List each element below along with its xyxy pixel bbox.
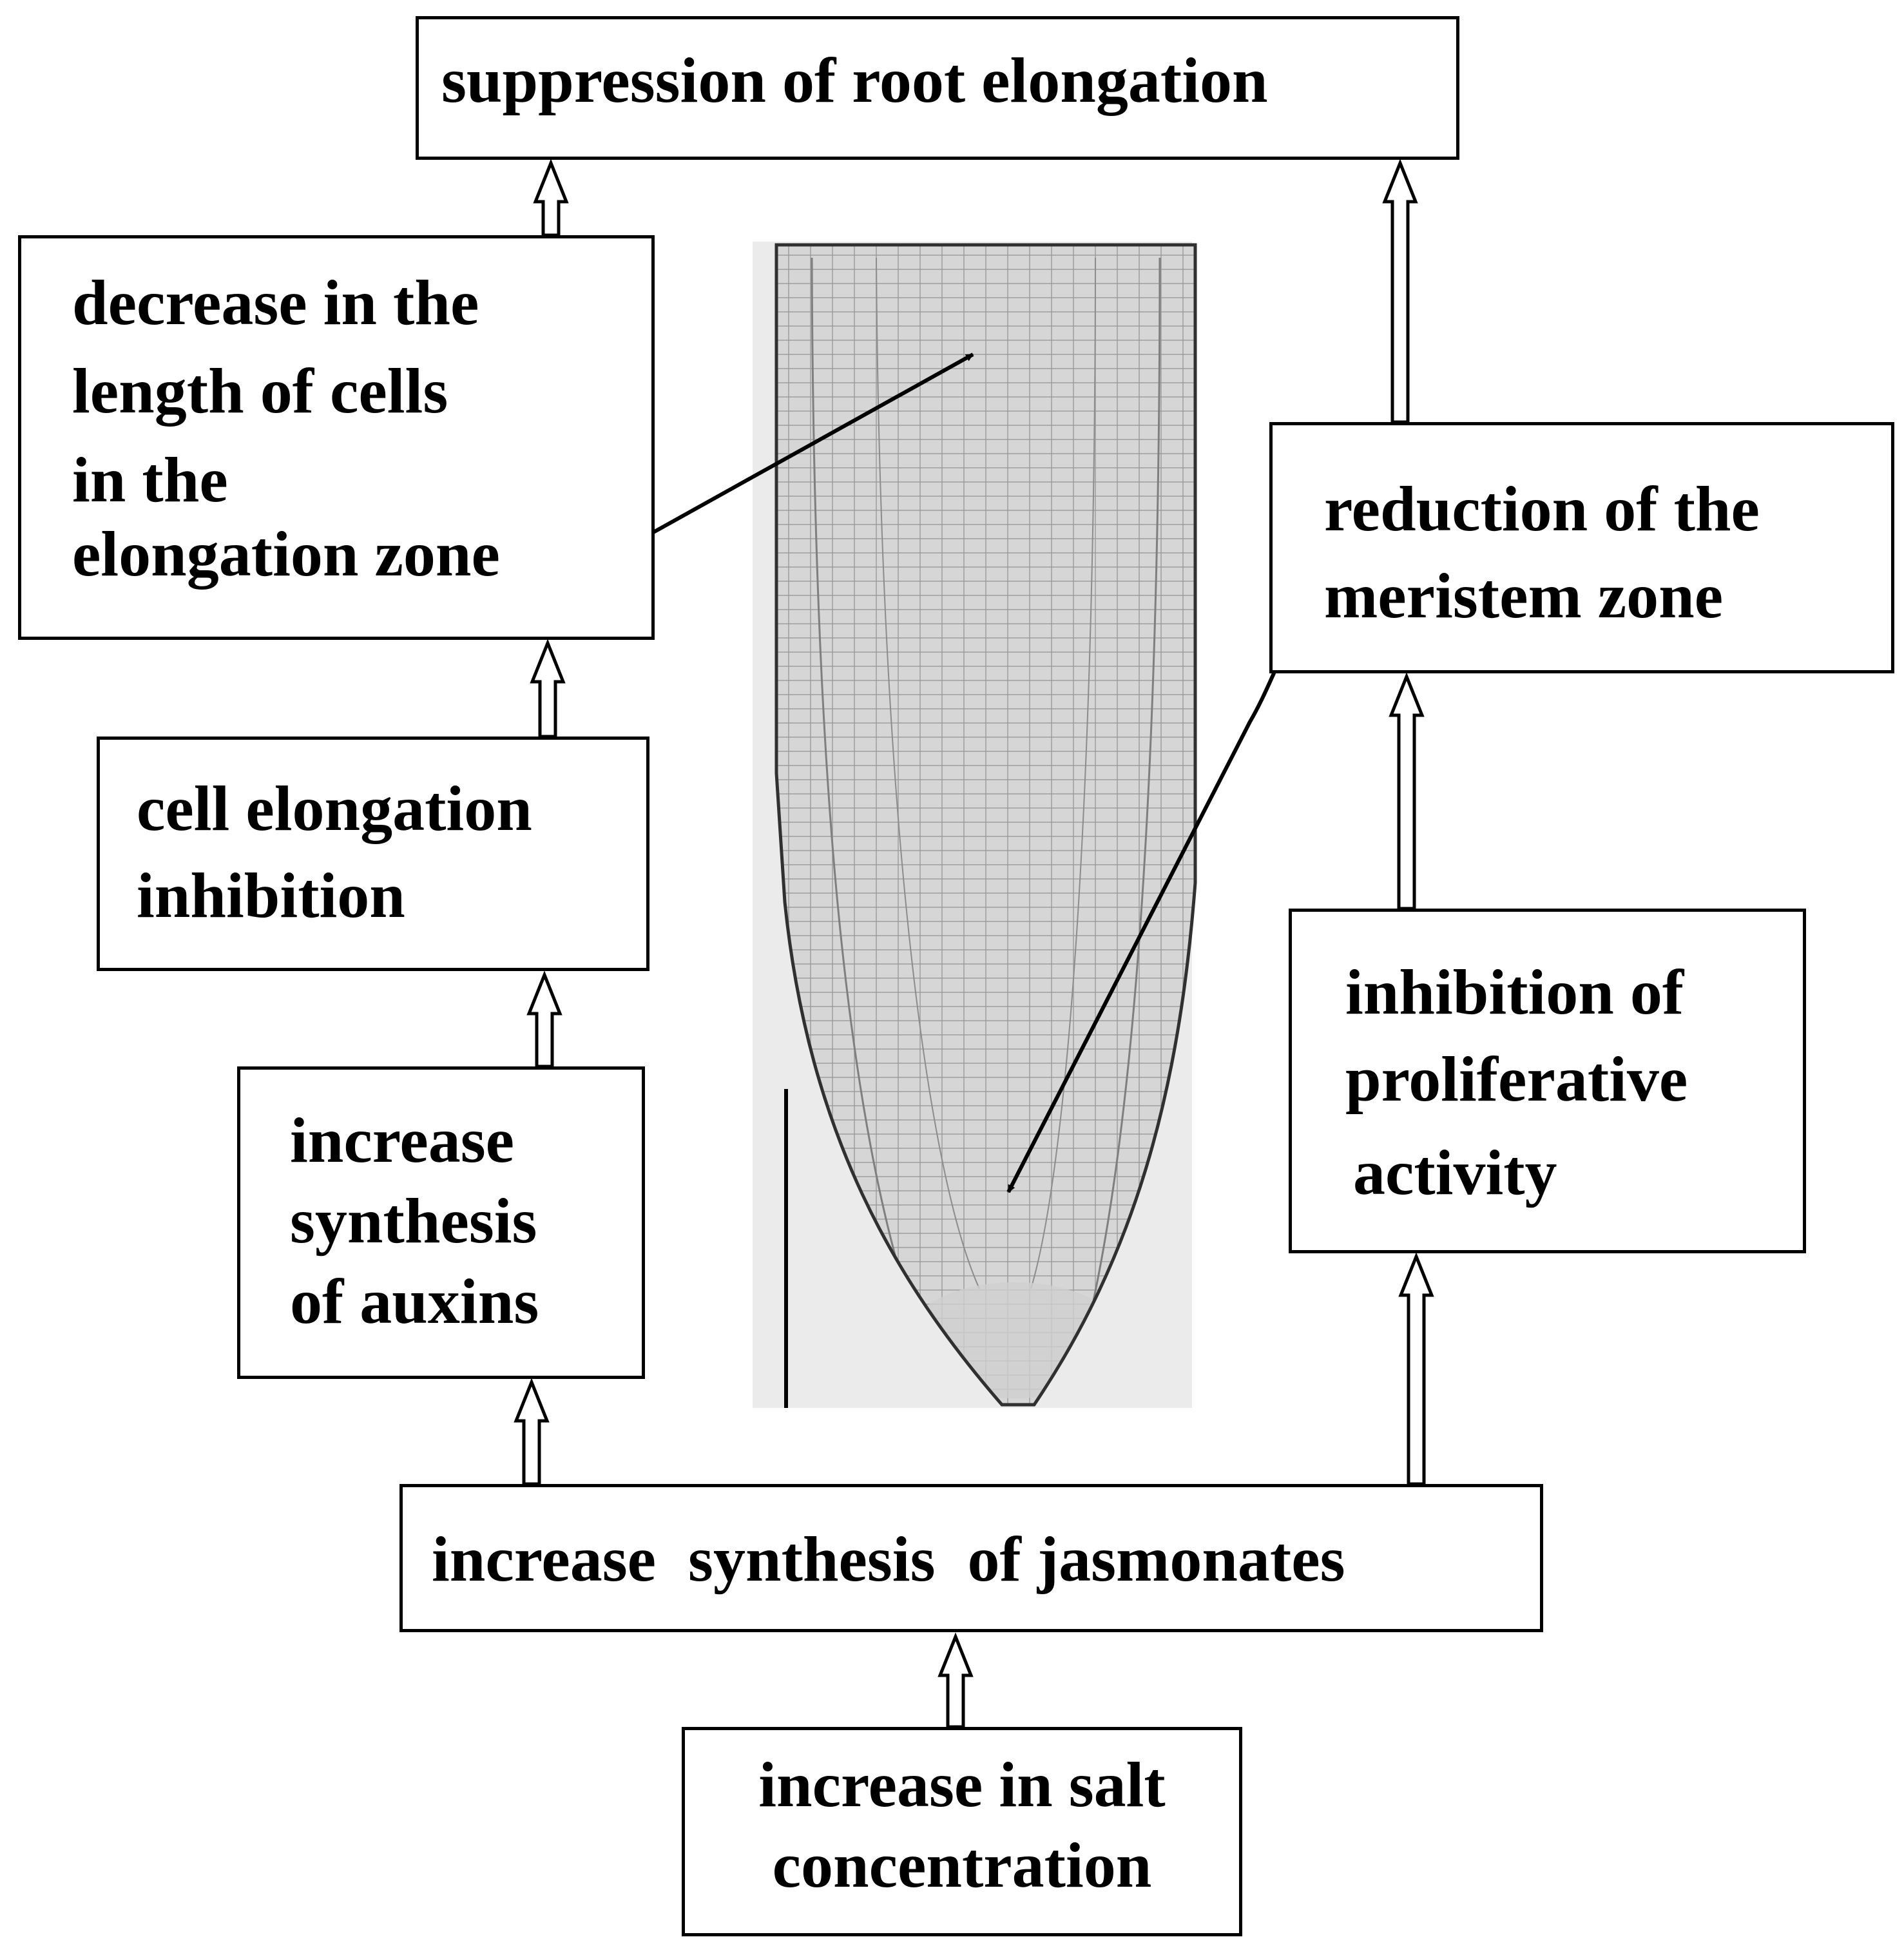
node-jasmonates (399, 1484, 1543, 1632)
arrow-auxins-to-cell-elongation (526, 970, 563, 1068)
arrow-salt-to-jasmonates (938, 1632, 974, 1729)
label-cell-length-line-3: in the (72, 444, 228, 515)
label-cell-length-line-4: elongation zone (72, 518, 500, 590)
label-meristem-line-1: reduction of the (1324, 473, 1760, 544)
arrow-jasmonates-to-auxins (514, 1378, 550, 1486)
label-auxins-line-3: of auxins (290, 1266, 539, 1337)
pointer-arrow-elongation-zone (601, 352, 974, 563)
node-cell-length (18, 235, 655, 640)
arrow-meristem-to-root-elongation (1382, 159, 1418, 424)
node-cell-elongation (97, 737, 649, 971)
label-proliferative-line-2: proliferative (1345, 1043, 1688, 1115)
label-auxins-line-1: increase (290, 1104, 515, 1176)
node-meristem (1269, 422, 1894, 673)
label-meristem-line-2: meristem zone (1324, 560, 1724, 631)
arrow-proliferative-to-meristem (1389, 672, 1425, 910)
label-proliferative-line-1: inhibition of (1345, 956, 1684, 1028)
node-salt (682, 1727, 1242, 1936)
node-auxins (237, 1066, 645, 1379)
label-salt-line-1: increase in salt (758, 1749, 1166, 1820)
label-proliferative-line-3: activity (1353, 1137, 1557, 1208)
label-jasmonates: increase synthesis of jasmonates (432, 1523, 1345, 1595)
label-auxins-line-2: synthesis (290, 1185, 537, 1257)
arrow-jasmonates-to-proliferative (1398, 1252, 1434, 1486)
root-tip-micrograph (753, 242, 1197, 1408)
root-outline (774, 243, 1197, 1407)
label-suppression-of-root-elongation: suppression of root elongation (441, 44, 1268, 116)
arrow-cell-elongation-to-cell-length (530, 639, 566, 738)
label-salt-line-2: concentration (772, 1829, 1152, 1901)
label-cell-length-line-2: length of cells (72, 355, 448, 427)
node-proliferative (1289, 909, 1806, 1253)
label-cell-elongation-line-2: inhibition (137, 860, 405, 931)
label-cell-length-line-1: decrease in the (72, 267, 479, 338)
label-cell-elongation-line-1: cell elongation (137, 773, 532, 844)
arrow-cell-length-to-root-elongation (533, 159, 569, 237)
node-root-elongation (416, 16, 1459, 160)
